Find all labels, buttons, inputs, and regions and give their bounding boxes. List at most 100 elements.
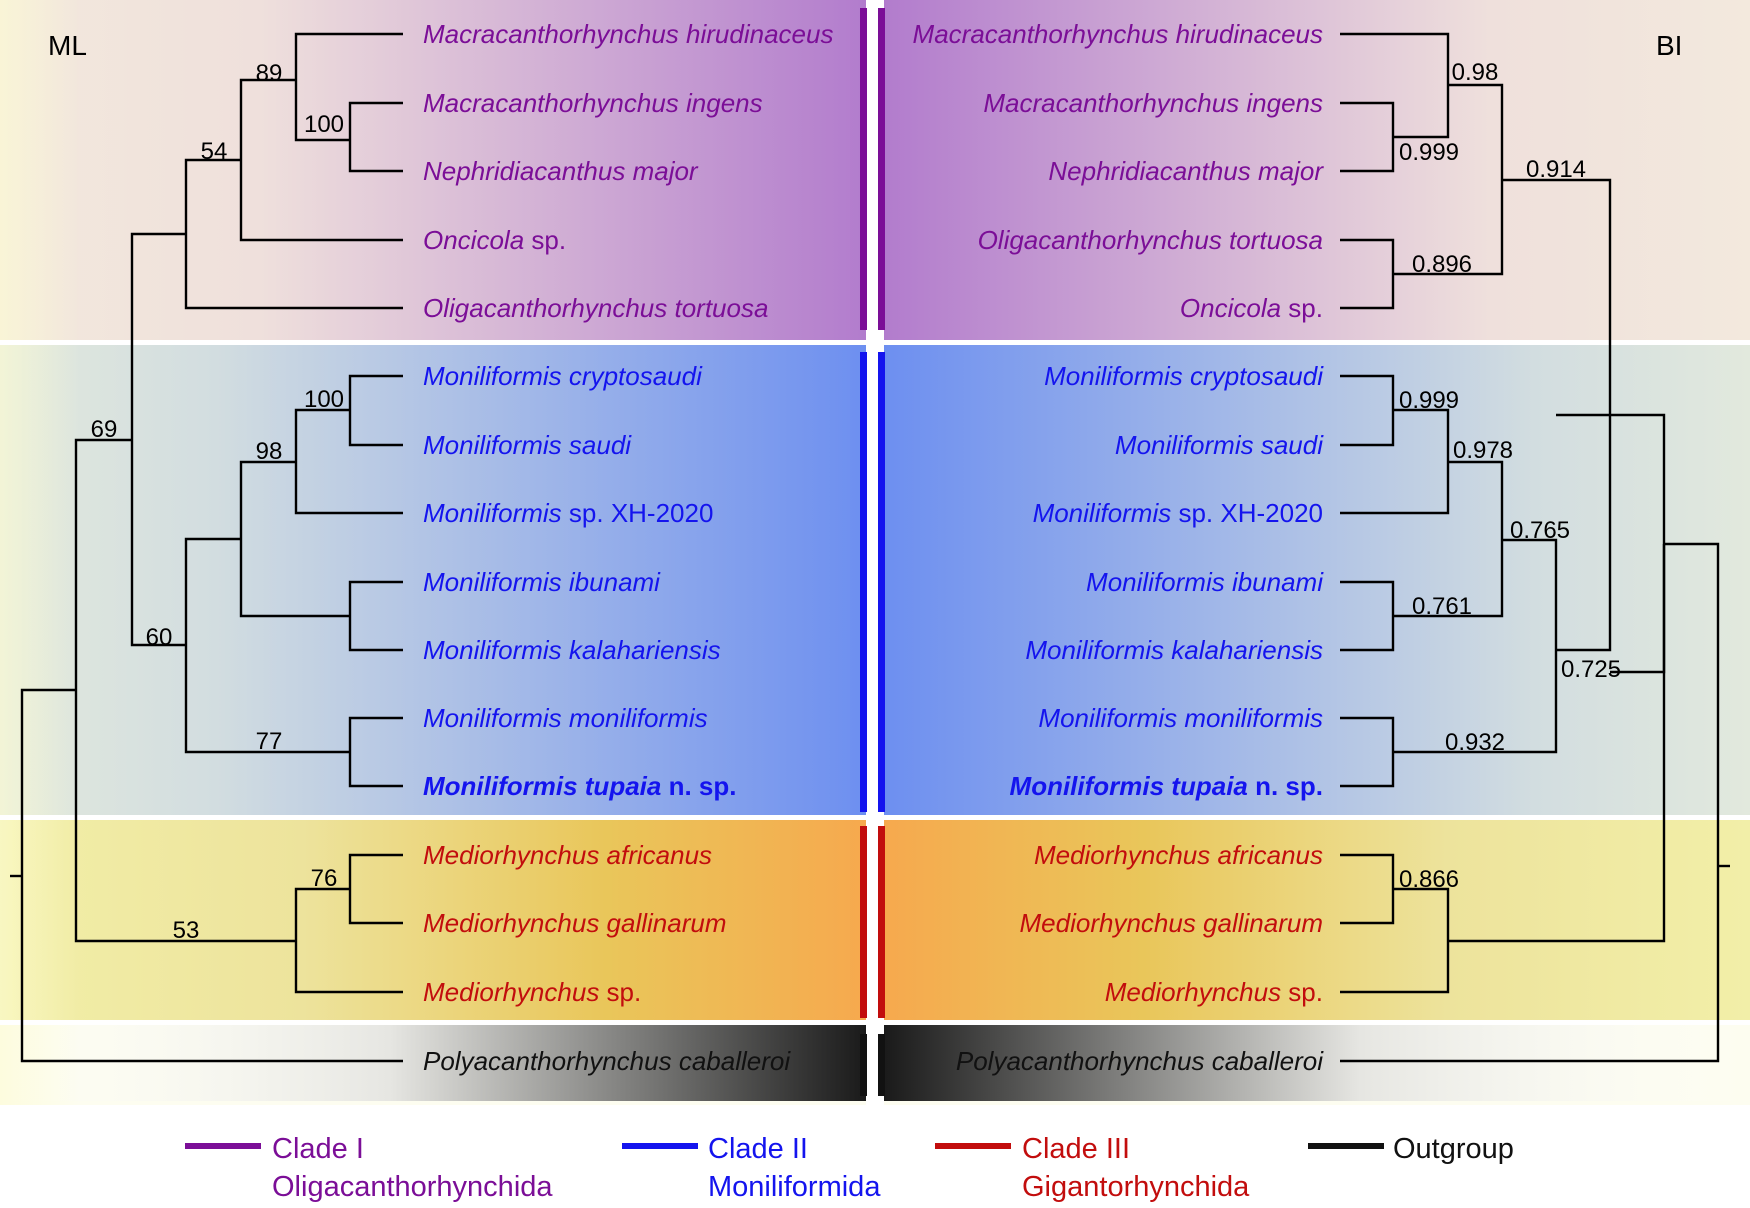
legend-title: Outgroup xyxy=(1393,1133,1514,1165)
ml-support: 98 xyxy=(256,438,283,465)
bi-support: 0.999 xyxy=(1399,139,1459,166)
bi-taxon-label: Moniliformis saudi xyxy=(1115,430,1324,460)
bi-taxon-label: Macracanthorhynchus ingens xyxy=(983,88,1323,118)
branch xyxy=(1340,101,1395,173)
taxon-suffix: sp. XH-2020 xyxy=(562,498,714,528)
clade-ii-band-right xyxy=(884,345,1750,815)
clade-marker-bar xyxy=(860,826,867,1018)
bi-support: 0.896 xyxy=(1412,251,1472,278)
ml-taxon-label: Mediorhynchus sp. xyxy=(423,977,641,1007)
bi-support: 0.866 xyxy=(1399,866,1459,893)
bi-support: 0.761 xyxy=(1412,593,1472,620)
legend-title: Clade II xyxy=(708,1133,808,1165)
left-edge-fade xyxy=(0,0,80,1105)
taxon-name: Moniliformis ibunami xyxy=(423,567,661,597)
clade-iii-band-left xyxy=(0,820,866,1020)
ml-support-values: 89 100 54 69 100 98 60 77 76 53 xyxy=(91,60,344,944)
bi-support: 0.999 xyxy=(1399,387,1459,414)
bi-taxon-label: Moniliformis ibunami xyxy=(1086,567,1324,597)
ml-taxon-label: Oncicola sp. xyxy=(423,225,566,255)
bi-taxon-label: Moniliformis cryptosaudi xyxy=(1044,361,1324,391)
bi-support: 0.932 xyxy=(1445,729,1505,756)
taxon-name: Nephridiacanthus major xyxy=(1048,156,1324,186)
taxon-name: Moniliformis moniliformis xyxy=(423,703,708,733)
bi-taxon-label: Mediorhynchus gallinarum xyxy=(1020,908,1323,938)
clade-i-band-left xyxy=(0,0,866,340)
taxon-suffix: n. sp. xyxy=(661,771,736,801)
taxon-name: Macracanthorhynchus hirudinaceus xyxy=(913,19,1323,49)
bi-support: 0.98 xyxy=(1452,59,1499,86)
taxon-name: Oligacanthorhynchus tortuosa xyxy=(978,225,1323,255)
taxon-name: Oncicola xyxy=(1180,293,1281,323)
bi-taxon-label: Moniliformis kalahariensis xyxy=(1025,635,1323,665)
taxon-name: Macracanthorhynchus ingens xyxy=(983,88,1323,118)
ml-support: 69 xyxy=(91,416,118,443)
legend-title: Clade III xyxy=(1022,1133,1130,1165)
legend-order: Gigantorhynchida xyxy=(1022,1171,1250,1203)
bi-taxon-labels: Macracanthorhynchus hirudinaceusMacracan… xyxy=(913,19,1325,1076)
ml-taxon-label: Polyacanthorhynchus caballeroi xyxy=(423,1046,791,1076)
taxon-name: Mediorhynchus africanus xyxy=(1034,840,1323,870)
ml-taxon-label: Nephridiacanthus major xyxy=(423,156,699,186)
ml-support: 53 xyxy=(173,917,200,944)
taxon-name: Oncicola xyxy=(423,225,524,255)
taxon-name: Moniliformis saudi xyxy=(423,430,632,460)
branch xyxy=(1448,544,1666,943)
taxon-name: Macracanthorhynchus ingens xyxy=(423,88,763,118)
legend-order: Moniliformida xyxy=(708,1171,881,1203)
ml-taxon-label: Oligacanthorhynchus tortuosa xyxy=(423,293,768,323)
ml-taxon-label: Moniliformis ibunami xyxy=(423,567,661,597)
taxon-name: Oligacanthorhynchus tortuosa xyxy=(423,293,768,323)
taxon-name: Moniliformis tupaia xyxy=(1010,771,1248,801)
taxon-name: Moniliformis saudi xyxy=(1115,430,1324,460)
taxon-name: Moniliformis cryptosaudi xyxy=(423,361,703,391)
taxon-name: Moniliformis kalahariensis xyxy=(1025,635,1323,665)
clade-iii-band-right xyxy=(884,820,1750,1020)
taxon-suffix: n. sp. xyxy=(1248,771,1323,801)
taxon-suffix: sp. xyxy=(599,977,641,1007)
taxon-name: Mediorhynchus gallinarum xyxy=(423,908,726,938)
clade-marker-bar xyxy=(878,352,885,812)
ml-support: 100 xyxy=(304,111,344,138)
ml-support: 89 xyxy=(256,60,283,87)
ml-taxon-label: Macracanthorhynchus ingens xyxy=(423,88,763,118)
taxon-name: Mediorhynchus gallinarum xyxy=(1020,908,1323,938)
bi-tree xyxy=(1340,32,1730,1063)
clade-backgrounds xyxy=(0,0,1750,1105)
bi-method-label: BI xyxy=(1656,30,1682,61)
taxon-name: Moniliformis tupaia xyxy=(423,771,661,801)
taxon-name: Moniliformis moniliformis xyxy=(1038,703,1323,733)
ml-taxon-label: Macracanthorhynchus hirudinaceus xyxy=(423,19,833,49)
ml-support: 54 xyxy=(201,138,228,165)
branch xyxy=(1340,542,1720,1063)
branch xyxy=(348,101,403,173)
bi-taxon-label: Moniliformis sp. XH-2020 xyxy=(1033,498,1323,528)
taxon-suffix: sp. XH-2020 xyxy=(1171,498,1323,528)
taxon-name: Moniliformis ibunami xyxy=(1086,567,1324,597)
ml-taxon-label: Moniliformis kalahariensis xyxy=(423,635,721,665)
bi-taxon-label: Oligacanthorhynchus tortuosa xyxy=(978,225,1323,255)
taxon-name: Moniliformis xyxy=(423,498,562,528)
ml-taxon-label: Moniliformis sp. XH-2020 xyxy=(423,498,713,528)
taxon-name: Moniliformis kalahariensis xyxy=(423,635,721,665)
taxon-suffix: sp. xyxy=(524,225,566,255)
taxon-name: Polyacanthorhynchus caballeroi xyxy=(423,1046,791,1076)
legend-order: Oligacanthorhynchida xyxy=(272,1171,553,1203)
ml-support: 76 xyxy=(311,865,338,892)
ml-taxon-label: Moniliformis moniliformis xyxy=(423,703,708,733)
bi-taxon-label: Mediorhynchus sp. xyxy=(1105,977,1323,1007)
branch xyxy=(348,580,403,652)
taxon-name: Mediorhynchus xyxy=(423,977,599,1007)
clade-marker-bars xyxy=(860,8,885,1096)
legend-swatch xyxy=(1308,1143,1384,1149)
legend-title: Clade I xyxy=(272,1133,364,1165)
branch xyxy=(1393,538,1558,754)
clade-ii-band-left xyxy=(0,345,866,815)
bi-taxon-label: Moniliformis moniliformis xyxy=(1038,703,1323,733)
clade-marker-bar xyxy=(860,1034,867,1096)
taxon-name: Mediorhynchus xyxy=(1105,977,1281,1007)
taxon-suffix: sp. xyxy=(1281,293,1323,323)
ml-tree xyxy=(10,32,403,1063)
legend-swatch xyxy=(185,1143,261,1149)
